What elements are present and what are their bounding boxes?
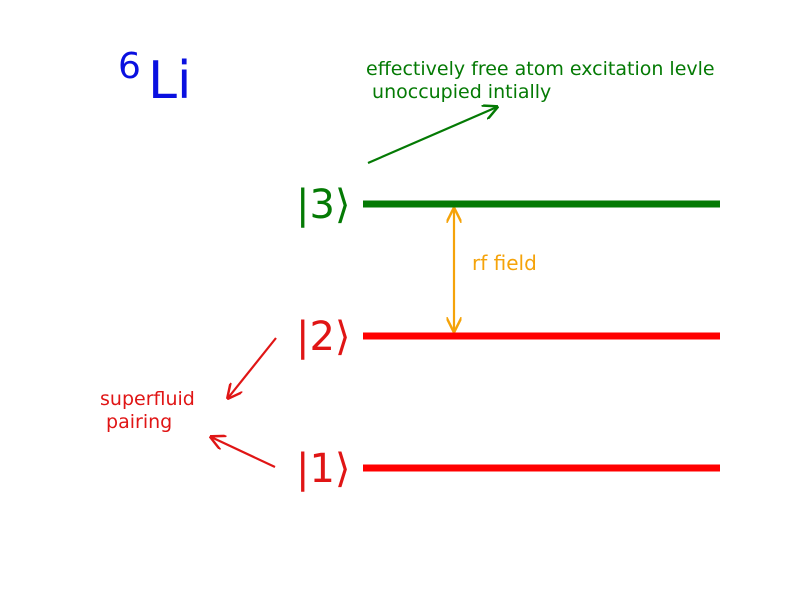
isotope-element: Li	[148, 51, 191, 111]
excitation-label-line-2: unoccupied intially	[366, 81, 551, 103]
excitation-label-line-1: effectively free atom excitation levle	[366, 58, 715, 80]
pairing-arrow-from-level-2	[228, 337, 277, 398]
level-1-label: |1⟩	[296, 446, 351, 492]
pairing-label-line-2: pairing	[100, 411, 172, 433]
isotope-mass-number: 6	[118, 46, 141, 87]
pairing-label-line-1: superfluid	[100, 388, 195, 410]
level-3-label: |3⟩	[296, 182, 351, 228]
rf-field-label: rf field	[472, 251, 537, 275]
level-2-label: |2⟩	[296, 314, 351, 360]
isotope-title: 6 Li	[118, 46, 191, 111]
excitation-arrow	[367, 107, 497, 165]
excitation-label: effectively free atom excitation levle u…	[366, 58, 745, 103]
pairing-label: superfluid pairing	[100, 388, 225, 433]
pairing-arrow-from-level-1	[211, 437, 276, 468]
